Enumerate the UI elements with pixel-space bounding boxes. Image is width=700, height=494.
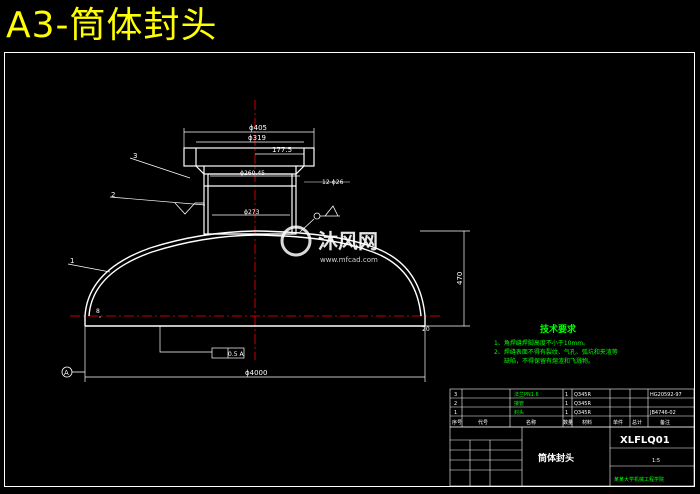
watermark-url: www.mfcad.com: [320, 256, 378, 264]
bom-rows: 3 法兰PN1.6 1 Q345R HG20592-97 2 接管 1 Q345…: [452, 391, 682, 426]
dim-d405: ϕ405: [249, 124, 267, 132]
bom-row-no: 2: [454, 401, 457, 407]
tech-line-1: 1、角焊缝焊脚高度不小于10mm。: [494, 339, 589, 347]
watermark-brand: 沐风网: [318, 229, 378, 253]
bom-head-note: 备注: [660, 419, 670, 426]
bom-head-name: 名称: [526, 419, 536, 426]
datum-label: A: [64, 369, 69, 377]
bom-head-qty: 数量: [563, 419, 573, 426]
nozzle: [203, 173, 297, 235]
top-dimensions: [183, 128, 315, 216]
bom-head-code: 代号: [478, 419, 488, 426]
bom-row-name: 接管: [514, 400, 524, 407]
part-name: 筒体封头: [538, 452, 574, 464]
dim-177: 177.5: [272, 146, 292, 154]
bom-row-no: 1: [454, 410, 457, 416]
bom-row-no: 3: [454, 392, 457, 398]
tech-line-3: 缺陷，不得保留有熔渣和飞溅物。: [504, 357, 594, 365]
weld-symbol-left: [174, 202, 204, 215]
bom-row-material: Q345R: [574, 401, 591, 407]
school-name: 某某大学机械工程学院: [614, 476, 664, 483]
bom-row-material: Q345R: [574, 410, 591, 416]
drawing-border: [4, 52, 695, 487]
tech-heading: 技术要求: [540, 323, 577, 335]
bom-row-name: 封头: [514, 409, 524, 416]
balloon-1: 1: [70, 257, 74, 265]
bom-head-unit: 单件: [613, 419, 623, 426]
scale: 1:5: [652, 458, 660, 464]
bom-head-material: 材料: [582, 419, 592, 426]
dim-height: 470: [456, 272, 464, 285]
tolerance-leader: [159, 326, 245, 359]
balloon-8: 8: [96, 308, 100, 315]
bom-head-no: 序号: [452, 419, 462, 426]
watermark: 沐风网 www.mfcad.com: [280, 225, 378, 264]
title-block: [449, 426, 695, 487]
bom-head-total: 总计: [632, 419, 642, 426]
dim-thickness: 20: [422, 326, 430, 333]
tolerance-frame: 0.5 A: [228, 351, 244, 358]
bom-row-std: HG20592-97: [650, 392, 682, 398]
bom-row-material: Q345R: [574, 392, 591, 398]
bom-row-qty: 1: [565, 410, 568, 416]
dim-d4000: ϕ4000: [245, 369, 267, 377]
flange: [183, 147, 315, 176]
height-dimension: [420, 230, 470, 327]
balloon-2: 2: [111, 191, 115, 199]
dim-d260: ϕ260.45: [240, 170, 265, 177]
balloon-leaders: [67, 157, 206, 318]
drawing-number: XLFLQ01: [620, 435, 670, 446]
bom-row-name: 法兰PN1.6: [514, 391, 539, 398]
page-title: A3-筒体封头: [6, 5, 218, 46]
bottom-dimension: [84, 326, 426, 382]
balloon-3: 3: [133, 152, 137, 160]
dim-d273: ϕ273: [244, 209, 260, 216]
head-profile: [84, 230, 426, 327]
datum-a: [61, 366, 85, 378]
dim-d319: ϕ319: [248, 134, 266, 142]
bom-row-std: JB4746-02: [649, 410, 676, 416]
tech-line-2: 2、焊缝表面不得有裂纹、气孔、弧坑和夹渣等: [494, 348, 618, 356]
bom-row-qty: 1: [565, 401, 568, 407]
dim-bolts: 12-ϕ26: [322, 179, 344, 186]
bom-row-qty: 1: [565, 392, 568, 398]
